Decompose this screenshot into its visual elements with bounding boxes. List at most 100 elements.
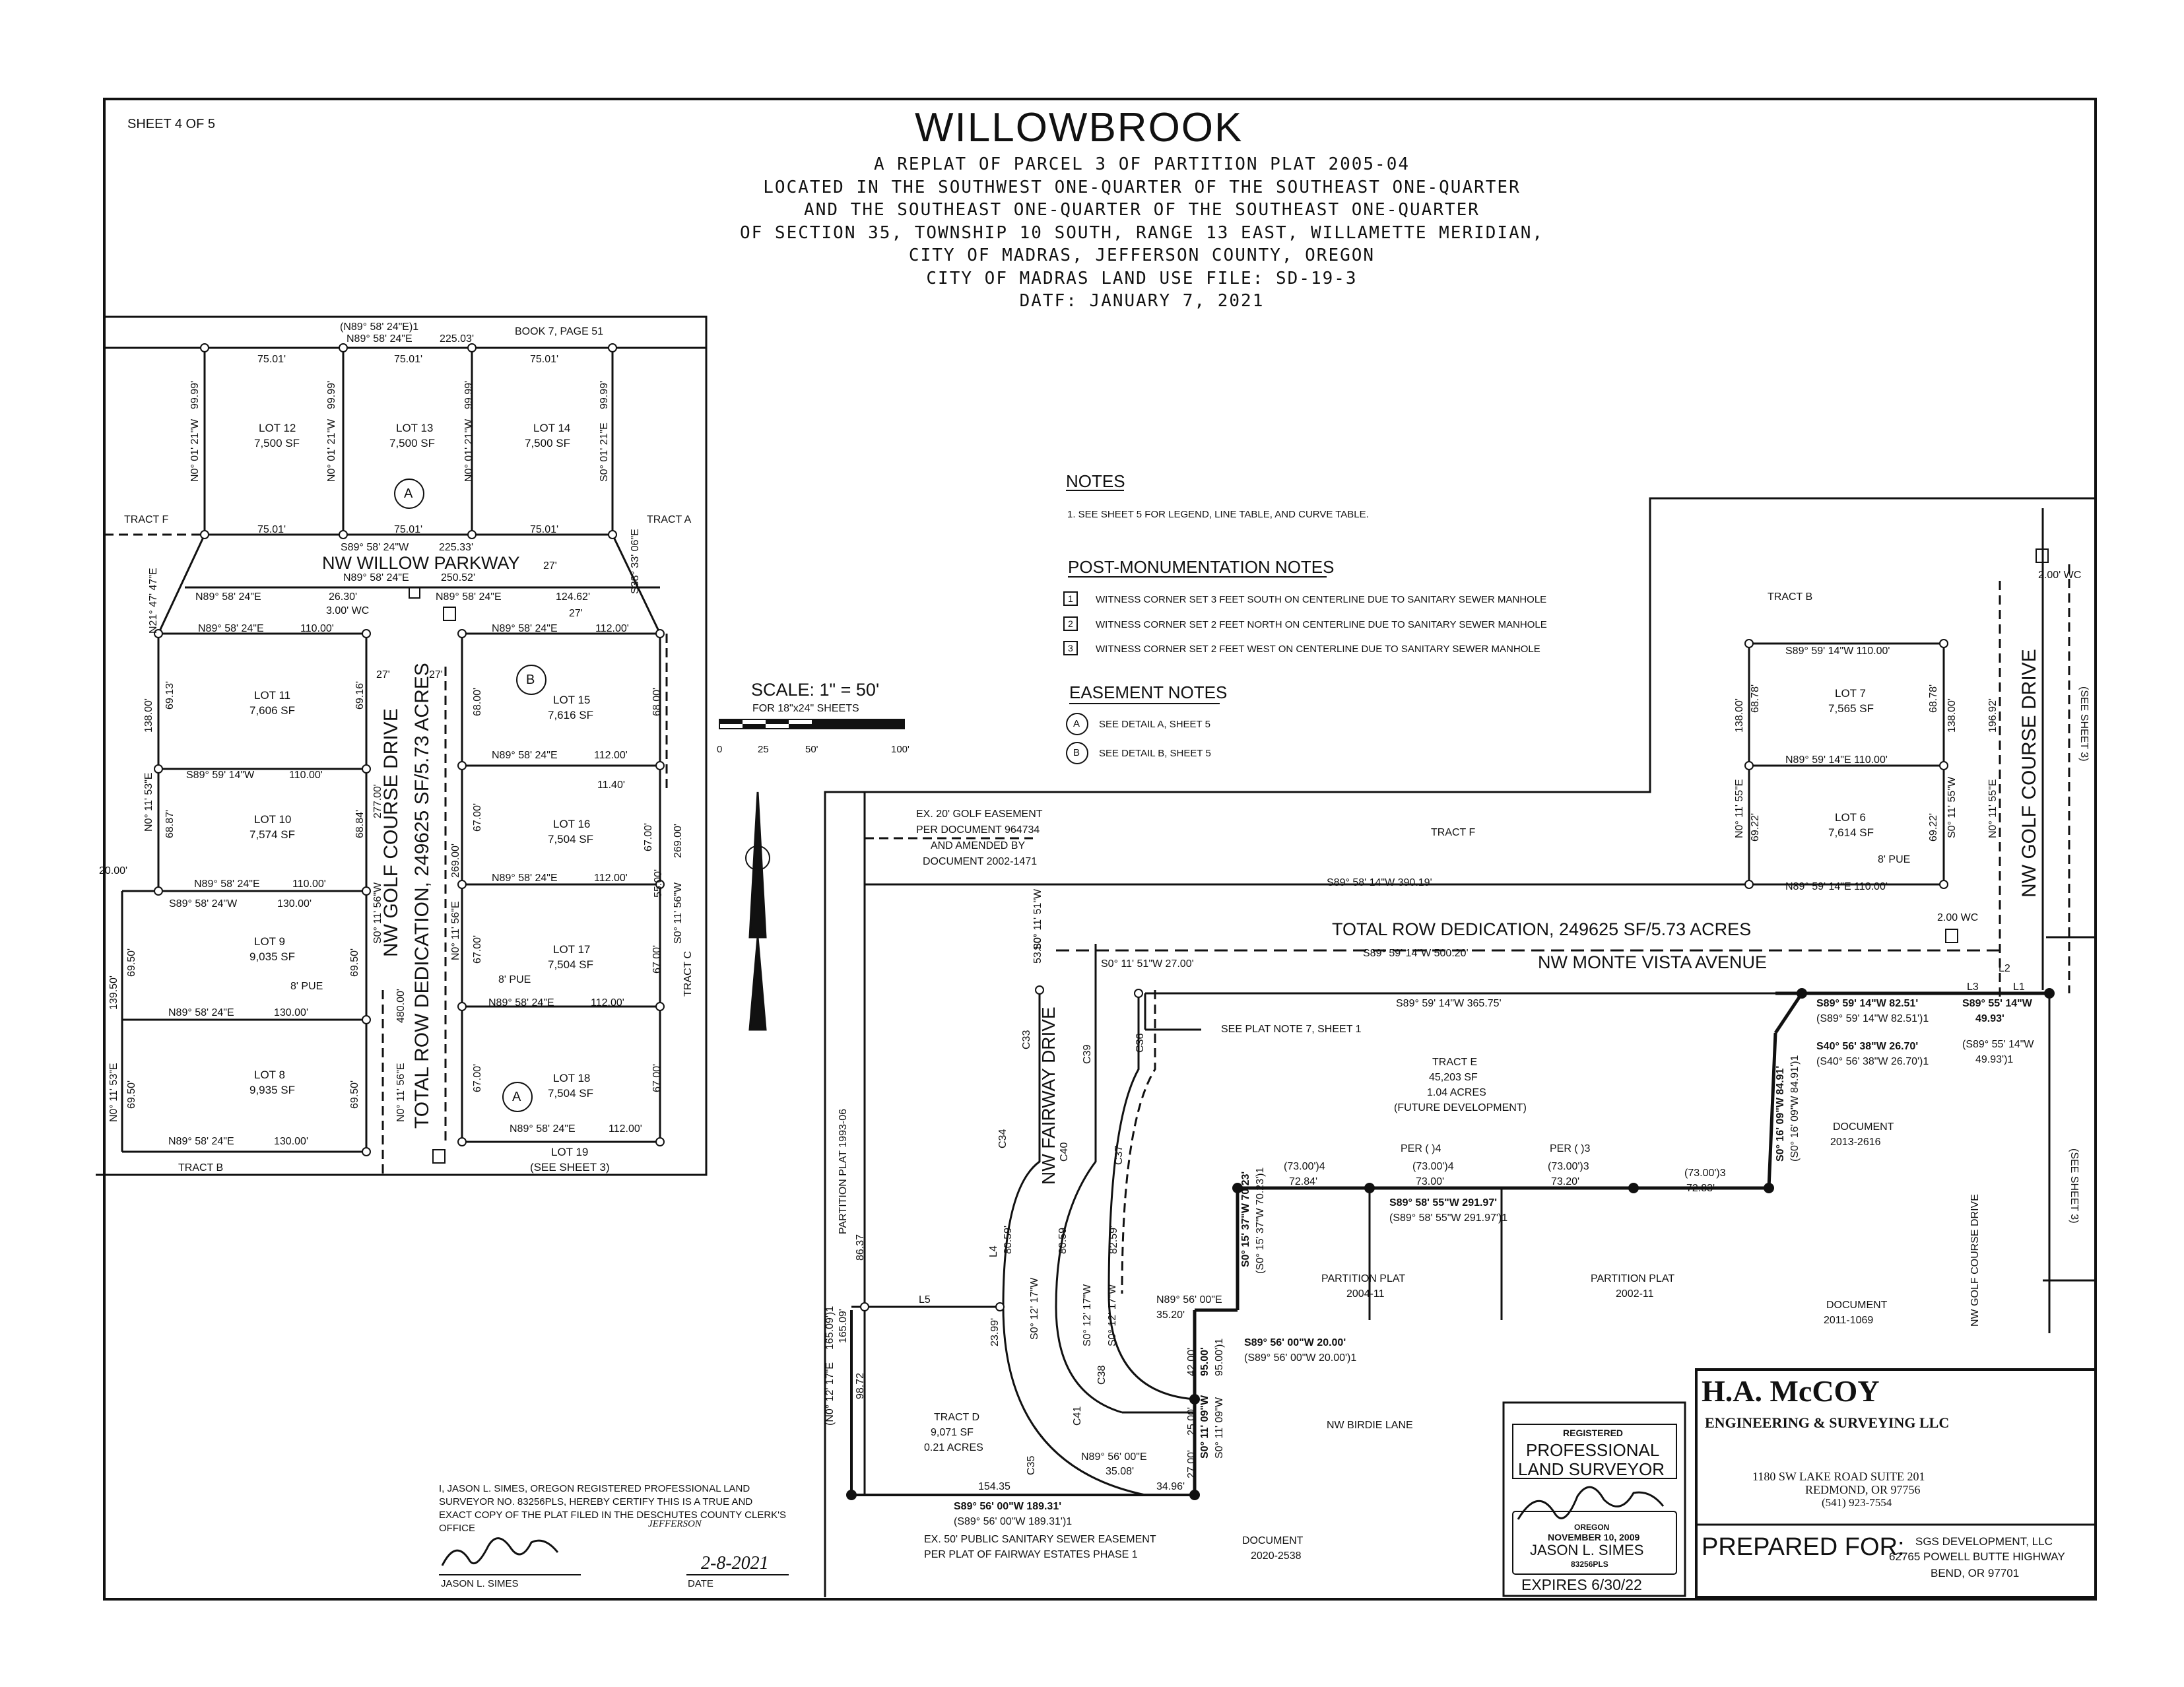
- dim-label: S89° 59' 14"W 500.20': [1363, 948, 1469, 959]
- dim-label: 34.96': [1156, 1481, 1185, 1492]
- tract-e: (FUTURE DEVELOPMENT): [1394, 1102, 1527, 1113]
- top-bearing: N89° 58' 24"E: [347, 333, 413, 345]
- pue-label: 8' PUE: [498, 974, 531, 985]
- dim-label: (S89° 56' 00"W 20.00')1: [1244, 1352, 1357, 1364]
- dim-label: 27': [376, 669, 390, 680]
- post-monumentation-heading: POST-MONUMENTATION NOTES: [1068, 557, 1335, 577]
- dim-label: 110.00': [300, 623, 334, 634]
- dim-label: 124.62': [556, 591, 590, 603]
- dim-label: 42.00': [1186, 1347, 1197, 1376]
- dim-label: 139.50': [108, 976, 119, 1010]
- dim-label: N0° 11' 56"E: [450, 901, 461, 960]
- ex-golf-easement: DOCUMENT 2002-1471: [923, 856, 1038, 867]
- curve-label: C38: [1096, 1365, 1108, 1385]
- dim-label: S89° 58' 14"W 390.19': [1327, 877, 1432, 888]
- dim-label: 73.00': [1416, 1176, 1445, 1187]
- tract-label: TRACT F: [124, 514, 169, 525]
- post-note-tag: 2: [1068, 618, 1073, 629]
- dim-label: 86.37: [855, 1234, 866, 1261]
- dim-label: 269.00': [450, 844, 461, 878]
- document-ref: 2013-2616: [1830, 1137, 1881, 1148]
- street-golf-course-east: NW GOLF COURSE DRIVE: [2018, 649, 2040, 898]
- lot-name: LOT 11: [254, 689, 291, 702]
- lot-area: 7,574 SF: [249, 828, 295, 841]
- ex-golf-easement: EX. 20' GOLF EASEMENT: [916, 809, 1043, 820]
- scale-tick: 25: [758, 744, 769, 755]
- certification: I, JASON L. SIMES, OREGON REGISTERED PRO…: [439, 1482, 786, 1535]
- easement-text: SEE DETAIL B, SHEET 5: [1099, 748, 1211, 759]
- dim-label: 67.00': [472, 803, 483, 832]
- dim-label: (73.00')4: [1284, 1161, 1325, 1172]
- dim-label: S38° 33' 06"E: [630, 529, 641, 594]
- client-name: SGS DEVELOPMENT, LLC: [1915, 1535, 2053, 1548]
- dim-label: 130.00': [274, 1007, 308, 1018]
- cert-date-value: 2-8-2021: [701, 1553, 769, 1573]
- dim-label: 68.00': [472, 687, 483, 716]
- dim-label: N0° 01' 21"W: [326, 418, 337, 482]
- cert-date-label: DATE: [688, 1578, 713, 1589]
- dim-label: 154.35: [978, 1481, 1010, 1492]
- ex-sewer-easement: EX. 50' PUBLIC SANITARY SEWER EASEMENT: [924, 1534, 1156, 1545]
- curve-label: C39: [1082, 1044, 1093, 1064]
- dim-label: (S89° 55' 14"W: [1962, 1039, 2034, 1050]
- dim-label: 68.78': [1750, 684, 1761, 713]
- pue-label: 8' PUE: [1878, 854, 1911, 865]
- dim-label: 35.08': [1106, 1466, 1135, 1477]
- dim-label: 25.00': [1186, 1406, 1197, 1436]
- dim-label: 69.16': [354, 680, 366, 710]
- see-sheet-ref: (SEE SHEET 3): [2078, 686, 2090, 762]
- line-label: L5: [919, 1294, 931, 1306]
- lot-area: 7,614 SF: [1828, 826, 1874, 839]
- dim-label: 27': [569, 608, 583, 619]
- dim-label: 112.00': [595, 623, 629, 634]
- ex-sewer-easement: PER PLAT OF FAIRWAY ESTATES PHASE 1: [924, 1549, 1138, 1560]
- dim-label: 67.00': [651, 944, 663, 974]
- scale-tick: 100': [891, 744, 910, 755]
- dim-label: N0° 01' 21"W: [463, 418, 475, 482]
- dim-label: 75.01': [394, 354, 423, 365]
- dim-label: S0° 12' 17"W: [1082, 1284, 1093, 1346]
- notes-heading: NOTES: [1066, 471, 1125, 491]
- ex-golf-easement: AND AMENDED BY: [931, 840, 1026, 851]
- lot-area: (SEE SHEET 3): [530, 1161, 610, 1174]
- dim-label: 69.22': [1928, 812, 1939, 842]
- tract-e: 1.04 ACRES: [1427, 1087, 1486, 1098]
- sheet-label: SHEET 4 OF 5: [127, 117, 216, 131]
- dim-label: 138.00': [1734, 698, 1745, 733]
- document-ref: DOCUMENT: [1826, 1300, 1888, 1311]
- subtitle-line: CITY OF MADRAS, JEFFERSON COUNTY, OREGON: [908, 246, 1375, 265]
- scale-sub: FOR 18"x24" SHEETS: [752, 703, 859, 714]
- dim-label: (S40° 56' 38"W 26.70')1: [1816, 1056, 1929, 1067]
- tract-e: TRACT E: [1432, 1057, 1478, 1068]
- subtitle-line: LOCATED IN THE SOUTHWEST ONE-QUARTER OF …: [763, 177, 1521, 197]
- wc-label: 2.00' WC: [2038, 570, 2082, 581]
- dim-label: N89° 59' 14"E 110.00': [1785, 881, 1888, 892]
- lot-name: LOT 10: [254, 813, 292, 826]
- cert-correction: JEFFERSON: [648, 1519, 702, 1529]
- dim-label: 27': [543, 560, 557, 572]
- dim-label: S0° 11' 55"W: [1946, 776, 1958, 838]
- subtitle-line: AND THE SOUTHEAST ONE-QUARTER OF THE SOU…: [804, 200, 1480, 220]
- partition-plat-ref: 2002-11: [1616, 1288, 1654, 1300]
- firm-sub: ENGINEERING & SURVEYING LLC: [1705, 1414, 1950, 1431]
- dim-label: 165.09')1: [824, 1306, 836, 1350]
- cert-line: OFFICE: [439, 1523, 475, 1534]
- dim-label: 99.99': [463, 380, 475, 409]
- dim-label: 53.80': [1032, 935, 1043, 964]
- dim-label: S89° 58' 55"W 291.97': [1389, 1197, 1498, 1208]
- stamp-land-surveyor: LAND SURVEYOR: [1518, 1459, 1665, 1479]
- subtitle-line: A REPLAT OF PARCEL 3 OF PARTITION PLAT 2…: [873, 154, 1410, 174]
- dim-label: S0° 11' 09"W: [1199, 1395, 1210, 1459]
- dim-label: 130.00': [274, 1136, 308, 1147]
- row-dedication-east: TOTAL ROW DEDICATION, 249625 SF/5.73 ACR…: [1332, 919, 1752, 939]
- dim-label: 67.00': [643, 822, 654, 851]
- street-fairway-drive: NW FAIRWAY DRIVE: [1038, 1007, 1059, 1185]
- dim-label: 69.50': [126, 1080, 137, 1109]
- lot-name: LOT 8: [254, 1069, 285, 1081]
- tract-d: 9,071 SF: [931, 1427, 974, 1438]
- dim-label: 480.00': [395, 989, 407, 1023]
- curve-label: C33: [1021, 1030, 1032, 1049]
- dim-label: (S89° 58' 55"W 291.97')1: [1389, 1212, 1508, 1224]
- dim-label: 110.00': [292, 878, 326, 890]
- stamp-professional: PROFESSIONAL: [1526, 1440, 1660, 1460]
